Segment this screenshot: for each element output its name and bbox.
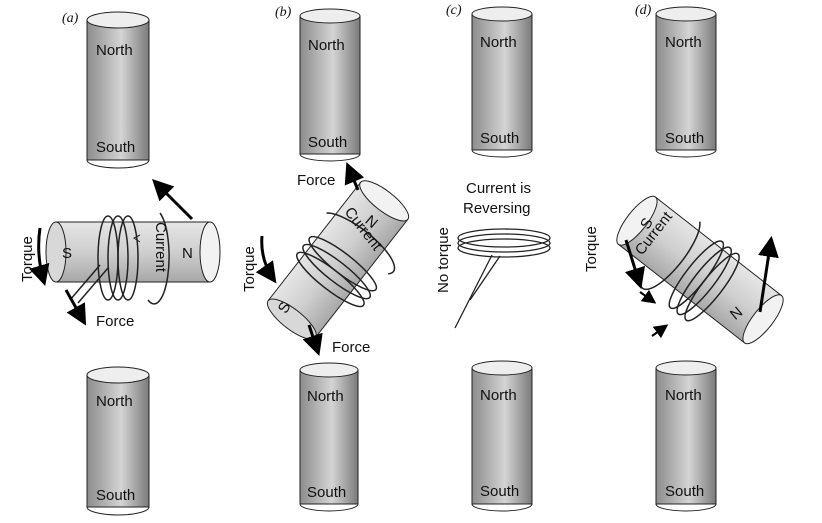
armature-b bbox=[266, 180, 410, 340]
panel-a: (a) North South S N Current bbox=[19, 11, 221, 516]
panel-label-b: (b) bbox=[275, 5, 292, 20]
south-label: South bbox=[480, 483, 519, 500]
current-out-arrow bbox=[651, 324, 669, 339]
n-pole-label: N bbox=[182, 245, 193, 262]
torque-arrow-up bbox=[758, 235, 779, 313]
current-in-arrow bbox=[639, 289, 657, 304]
top-magnet-d: North South bbox=[655, 6, 717, 158]
top-magnet-b: North South bbox=[299, 8, 361, 162]
north-label: North bbox=[480, 387, 517, 404]
south-label: South bbox=[96, 487, 135, 504]
north-label: North bbox=[96, 393, 133, 410]
panel-b: (b) North South N S Current Torque Force… bbox=[241, 5, 410, 512]
torque-arrow bbox=[255, 235, 277, 284]
force-arrow-up bbox=[344, 162, 365, 191]
torque-label: Torque bbox=[19, 236, 36, 282]
panel-label-c: (c) bbox=[446, 3, 462, 18]
torque-label: Torque bbox=[241, 246, 258, 292]
north-label: North bbox=[665, 387, 702, 404]
bottom-magnet-a: North South bbox=[86, 366, 150, 516]
force-label-top: Force bbox=[297, 172, 335, 189]
panel-label-a: (a) bbox=[62, 11, 79, 26]
force-arrow-down bbox=[302, 324, 323, 356]
torque-arrow bbox=[29, 227, 50, 287]
south-label: South bbox=[307, 484, 346, 501]
bottom-magnet-d: North South bbox=[655, 360, 717, 512]
panel-label-d: (d) bbox=[635, 3, 652, 18]
coil-c bbox=[454, 228, 551, 329]
force-label: Force bbox=[96, 313, 134, 330]
force-arrow-up bbox=[152, 179, 194, 221]
south-label: South bbox=[96, 139, 135, 156]
south-label: South bbox=[480, 130, 519, 147]
caption-line-2: Reversing bbox=[463, 200, 531, 217]
bottom-magnet-b: North South bbox=[299, 362, 359, 512]
force-label-bottom: Force bbox=[332, 339, 370, 356]
south-label: South bbox=[665, 130, 704, 147]
torque-label: Torque bbox=[583, 226, 600, 272]
force-arrow-down bbox=[64, 289, 87, 326]
armature-d bbox=[616, 195, 784, 345]
caption-line-1: Current is bbox=[466, 180, 531, 197]
panel-d: (d) North South S N Current Torque bbox=[583, 3, 784, 512]
panel-c: (c) North South Current is Reversing No … bbox=[435, 3, 551, 512]
current-label: Current bbox=[152, 222, 169, 273]
top-magnet-a: North South bbox=[86, 11, 150, 169]
top-magnet-c: North South bbox=[471, 6, 533, 158]
north-label: North bbox=[308, 37, 345, 54]
torque-arrow-down bbox=[624, 239, 646, 290]
north-label: North bbox=[480, 34, 517, 51]
s-pole-label: S bbox=[62, 245, 72, 262]
bottom-magnet-c: North South bbox=[471, 360, 533, 512]
no-torque-label: No torque bbox=[435, 227, 452, 293]
south-label: South bbox=[308, 134, 347, 151]
armature-a: S N Current bbox=[45, 212, 221, 305]
north-label: North bbox=[307, 388, 344, 405]
south-label: South bbox=[665, 483, 704, 500]
north-label: North bbox=[665, 34, 702, 51]
north-label: North bbox=[96, 42, 133, 59]
